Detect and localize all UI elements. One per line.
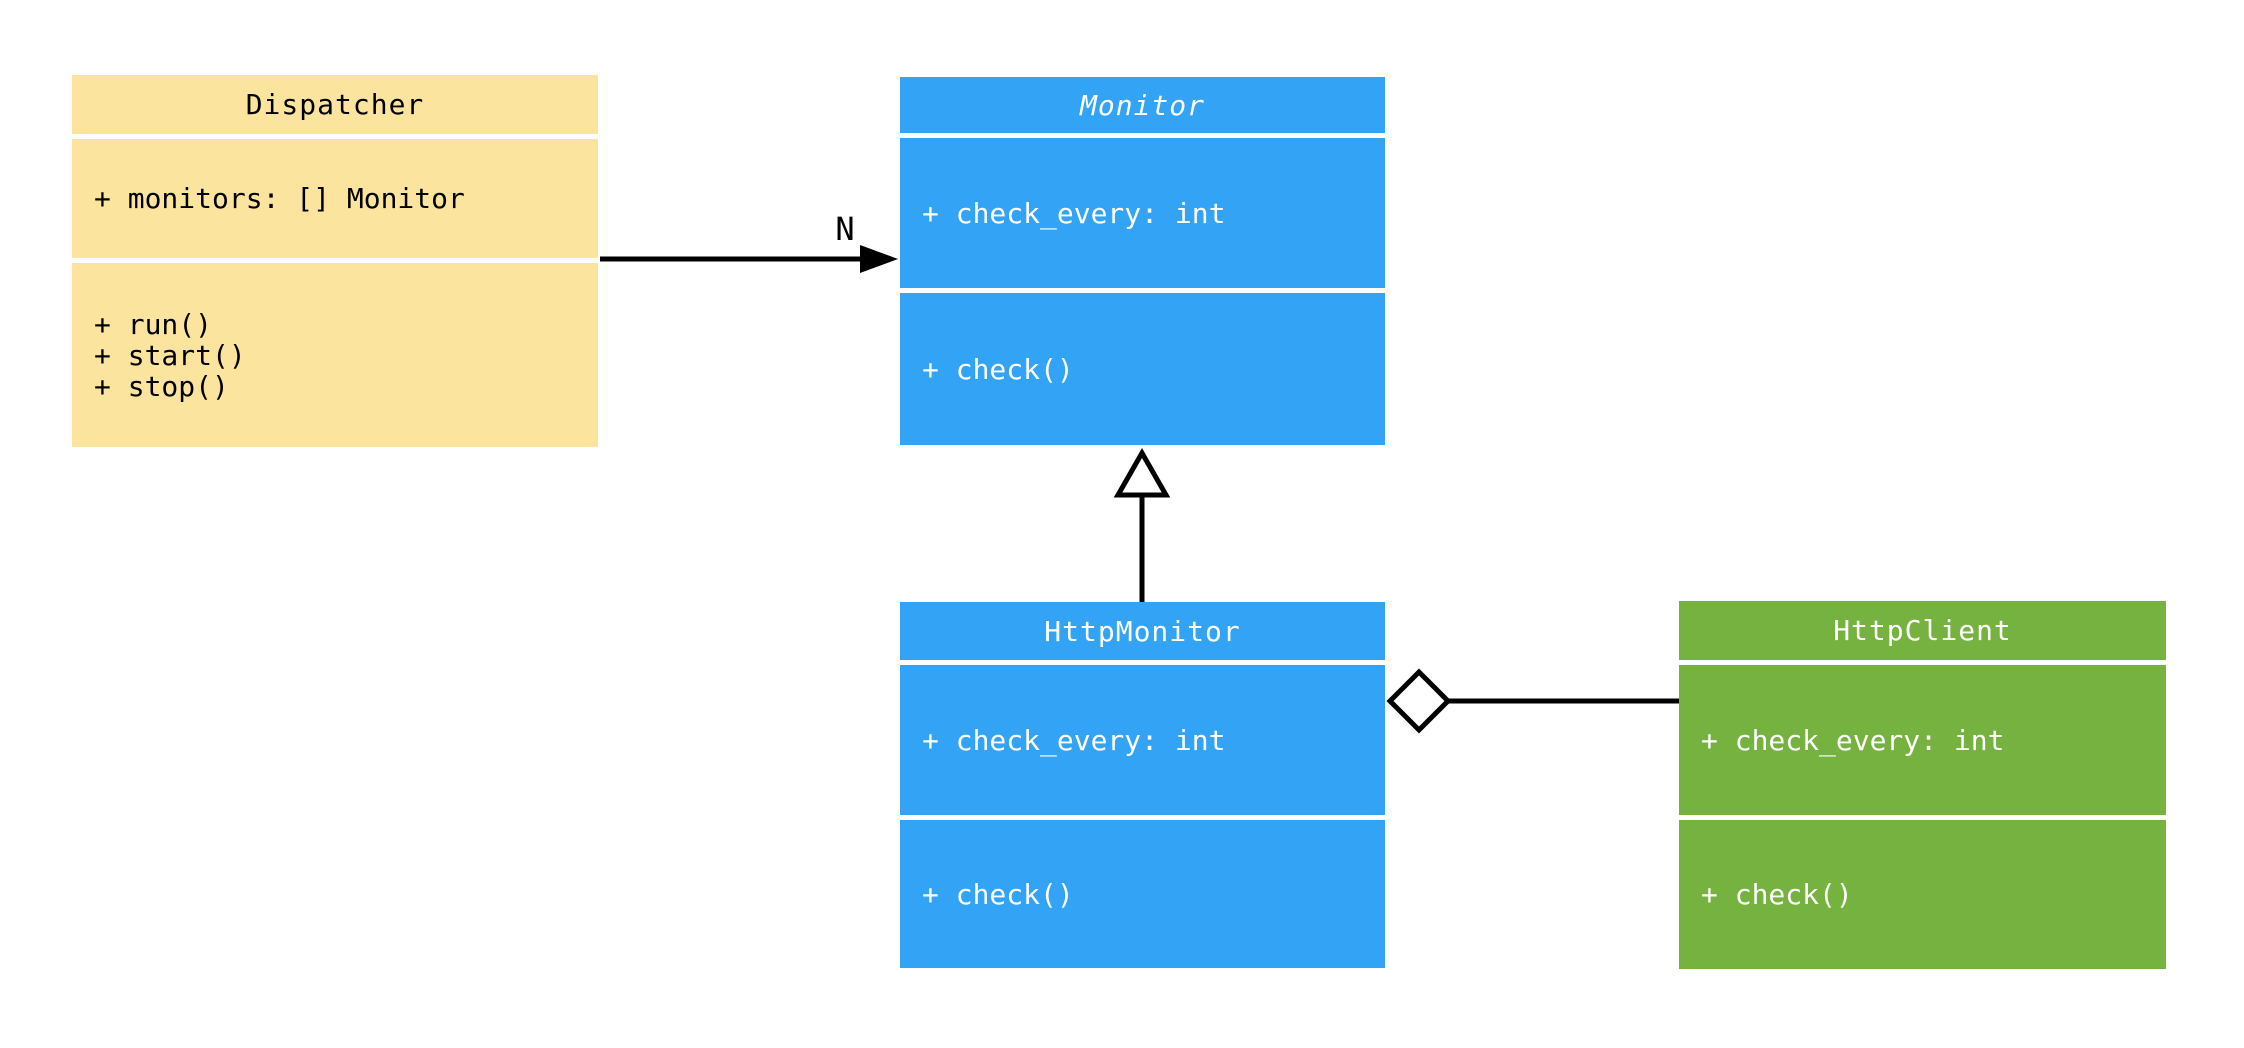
inheritance-triangle-icon <box>1113 447 1171 498</box>
class-methods-compartment: + check() <box>900 820 1385 968</box>
class-box-monitor: Monitor + check_every: int + check() <box>900 77 1385 445</box>
class-attribute: + monitors: [] Monitor <box>94 182 465 215</box>
class-attributes-compartment: + check_every: int <box>900 138 1385 288</box>
class-attribute: + check_every: int <box>922 723 1226 757</box>
class-methods-compartment: + run() + start() + stop() <box>72 263 598 447</box>
association-arrowhead-icon <box>860 245 898 273</box>
inheritance-edge-httpmonitor-monitor <box>1113 447 1171 603</box>
association-edge-dispatcher-monitor: N <box>600 210 898 273</box>
class-box-dispatcher: Dispatcher + monitors: [] Monitor + run(… <box>72 75 598 447</box>
aggregation-edge-httpmonitor-httpclient <box>1386 668 1679 734</box>
class-methods-compartment: + check() <box>900 293 1385 445</box>
class-method: + check() <box>922 877 1074 911</box>
class-attributes-compartment: + monitors: [] Monitor <box>72 139 598 258</box>
class-title: HttpClient <box>1679 601 2166 660</box>
aggregation-diamond-icon <box>1386 668 1452 734</box>
class-box-httpclient: HttpClient + check_every: int + check() <box>1679 601 2166 969</box>
association-multiplicity-label: N <box>835 210 854 248</box>
class-attributes-compartment: + check_every: int <box>1679 665 2166 815</box>
class-method: + start() <box>94 338 246 372</box>
class-attributes-compartment: + check_every: int <box>900 665 1385 815</box>
class-method: + stop() <box>94 369 229 403</box>
class-title: Monitor <box>900 77 1385 133</box>
class-title: HttpMonitor <box>900 602 1385 660</box>
class-methods-compartment: + check() <box>1679 820 2166 969</box>
class-method: + check() <box>922 352 1074 386</box>
class-attribute: + check_every: int <box>1701 723 2005 757</box>
class-method: + run() <box>94 307 213 341</box>
class-box-httpmonitor: HttpMonitor + check_every: int + check() <box>900 602 1385 968</box>
class-method: + check() <box>1701 878 1853 911</box>
class-title: Dispatcher <box>72 75 598 134</box>
class-attribute: + check_every: int <box>922 196 1226 230</box>
